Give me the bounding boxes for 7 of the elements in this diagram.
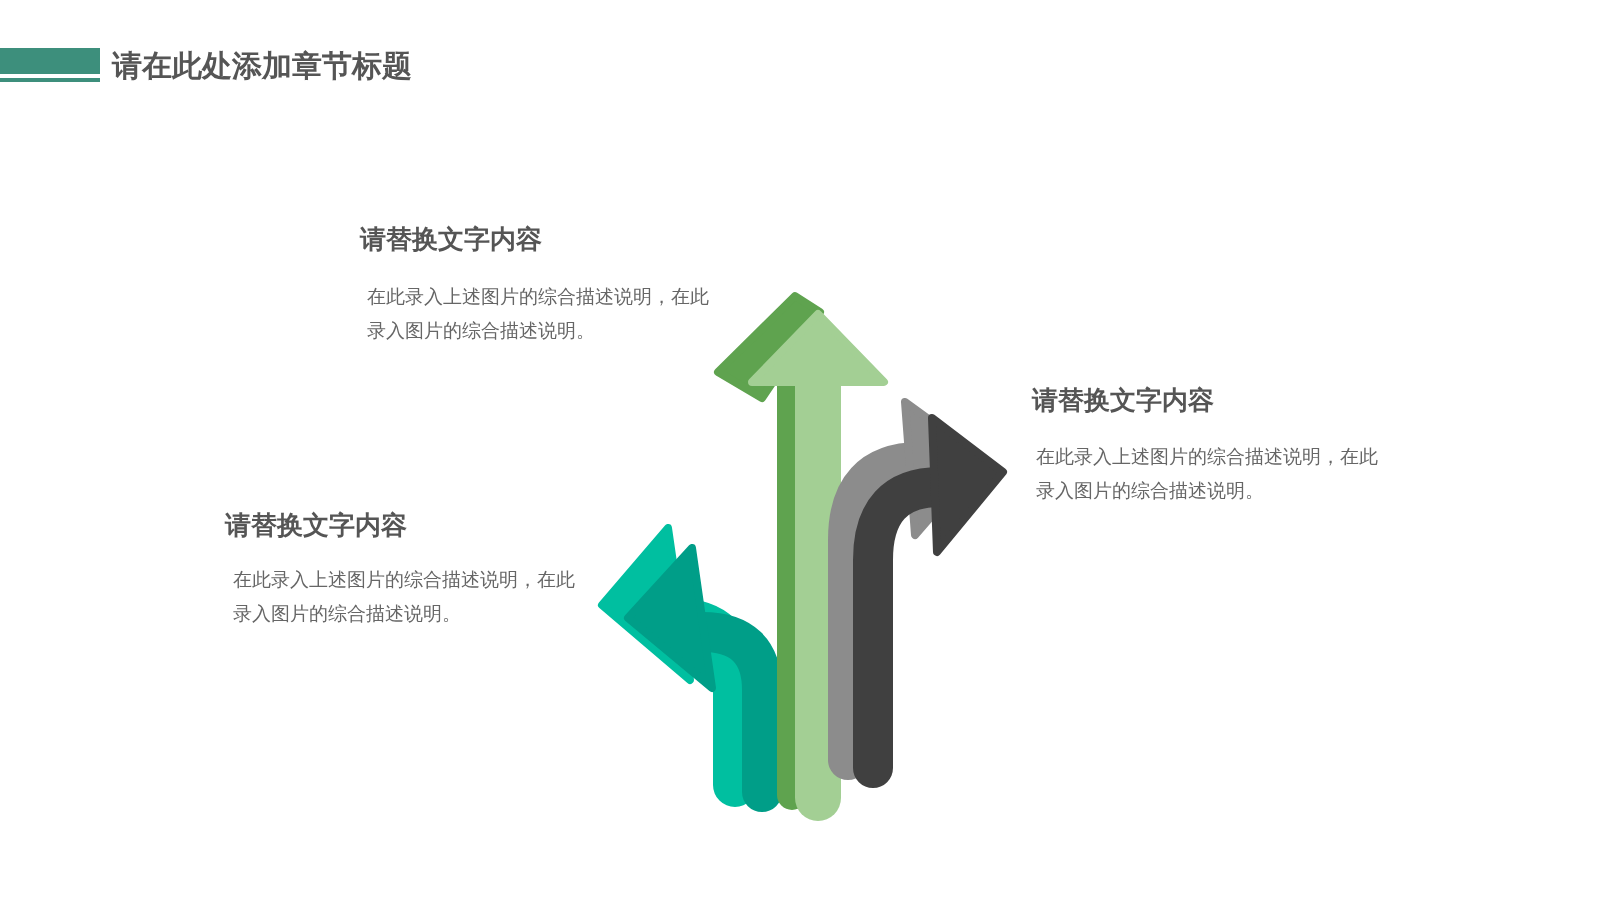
page-title: 请在此处添加章节标题 (112, 47, 412, 85)
description-text: 在此录入上述图片的综合描述说明，在此录入图片的综合描述说明。 (233, 567, 576, 626)
description-text: 在此录入上述图片的综合描述说明，在此录入图片的综合描述说明。 (1036, 444, 1379, 503)
section-heading: 请替换文字内容 (225, 509, 407, 542)
section-heading: 请替换文字内容 (360, 223, 542, 256)
section-heading: 请替换文字内容 (1032, 384, 1214, 417)
description-text: 在此录入上述图片的综合描述说明，在此录入图片的综合描述说明。 (367, 284, 710, 343)
